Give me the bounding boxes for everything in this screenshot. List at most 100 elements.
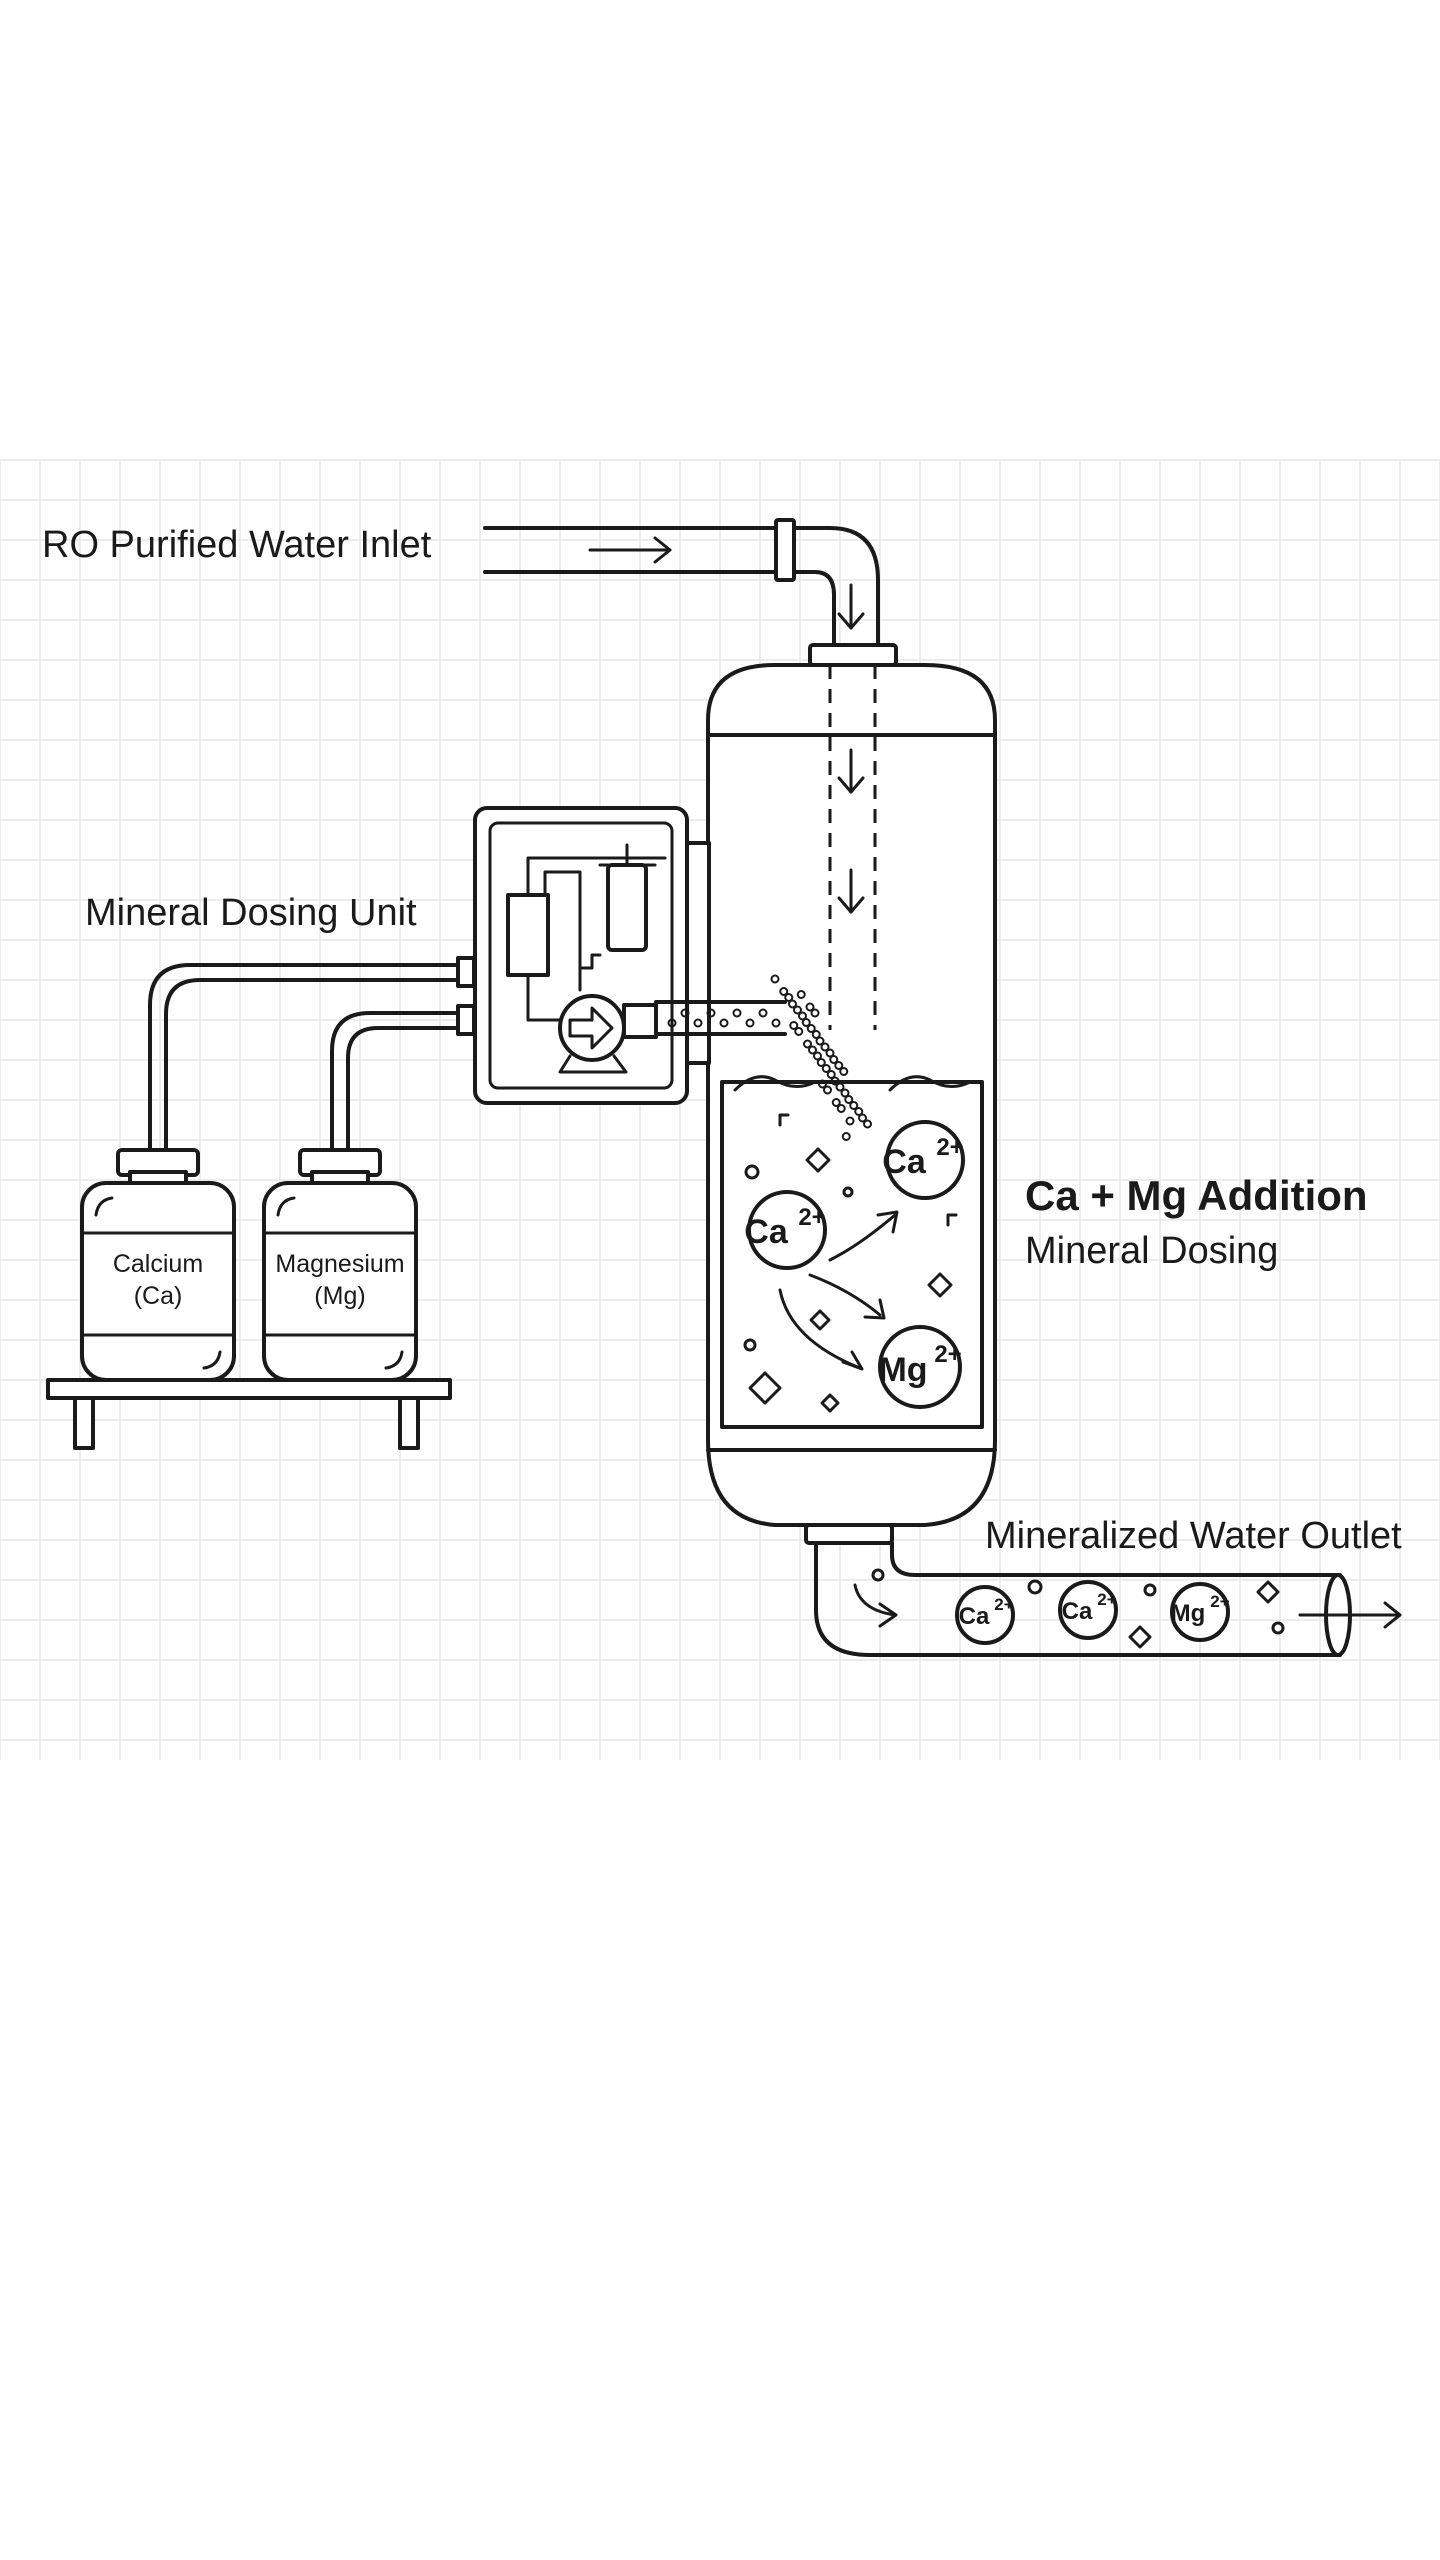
particle bbox=[810, 1008, 820, 1018]
particle bbox=[845, 1116, 855, 1126]
particle bbox=[836, 1104, 846, 1113]
outlet-label: Mineralized Water Outlet bbox=[985, 1515, 1402, 1557]
particle bbox=[779, 987, 789, 996]
particle bbox=[841, 1132, 851, 1141]
particle bbox=[858, 1113, 867, 1123]
injection-pipe bbox=[654, 1000, 787, 1036]
svg-text:Mg: Mg bbox=[1171, 1600, 1206, 1627]
particle bbox=[829, 1055, 839, 1064]
particle bbox=[803, 1039, 812, 1049]
dosing-unit-box bbox=[456, 806, 711, 1105]
particle bbox=[840, 1088, 850, 1098]
bottle-shelf bbox=[46, 1378, 452, 1450]
outlet-crystals bbox=[871, 1568, 1285, 1649]
crystal bbox=[805, 1147, 831, 1173]
particle bbox=[793, 1005, 802, 1015]
bubble bbox=[1143, 1583, 1157, 1597]
feed-tubes bbox=[148, 963, 460, 1157]
calcium-bottle bbox=[80, 1148, 236, 1382]
mg-ion-tank: Mg 2+ bbox=[878, 1325, 962, 1409]
magnesium-symbol-label: (Mg) bbox=[314, 1282, 365, 1310]
particle bbox=[825, 1048, 835, 1058]
crystal bbox=[820, 1393, 840, 1413]
crystal bbox=[748, 1371, 782, 1405]
dosing-pump-icon bbox=[558, 994, 658, 1074]
magnesium-label: Magnesium bbox=[275, 1250, 404, 1278]
particle bbox=[823, 1085, 832, 1095]
calcium-symbol-label: (Ca) bbox=[134, 1282, 183, 1310]
particle bbox=[806, 1024, 816, 1033]
particle bbox=[830, 1076, 840, 1086]
ca-ion-outlet-2: Ca 2+ bbox=[1058, 1580, 1118, 1640]
particle bbox=[794, 1027, 804, 1036]
mineral-particles bbox=[667, 974, 872, 1141]
particle bbox=[808, 1045, 817, 1055]
bubble bbox=[1271, 1621, 1285, 1635]
particle bbox=[816, 1058, 826, 1067]
mg-ion-outlet: Mg 2+ bbox=[1170, 1582, 1230, 1642]
particle bbox=[801, 1018, 811, 1027]
particle bbox=[719, 1018, 729, 1028]
particle bbox=[745, 1018, 755, 1028]
addition-subtitle: Mineral Dosing bbox=[1025, 1230, 1278, 1272]
outlet-pipe bbox=[814, 1541, 1402, 1657]
particle bbox=[693, 1018, 703, 1028]
particle bbox=[815, 1036, 825, 1046]
mineral-crystals bbox=[743, 1113, 958, 1413]
svg-text:Ca: Ca bbox=[882, 1143, 927, 1181]
bubble bbox=[743, 1338, 757, 1352]
mixing-arrows bbox=[778, 1210, 899, 1371]
particle bbox=[818, 1079, 827, 1089]
particle bbox=[854, 1107, 864, 1116]
svg-text:2+: 2+ bbox=[1097, 1590, 1116, 1609]
svg-text:2+: 2+ bbox=[994, 1595, 1013, 1614]
inlet-pipe bbox=[483, 518, 880, 647]
bubble bbox=[871, 1568, 885, 1582]
svg-text:2+: 2+ bbox=[936, 1134, 963, 1161]
particle bbox=[770, 974, 780, 984]
particle bbox=[839, 1067, 849, 1076]
bubble bbox=[1027, 1579, 1043, 1595]
particle bbox=[667, 1018, 677, 1028]
particle bbox=[706, 1008, 716, 1018]
svg-text:2+: 2+ bbox=[934, 1341, 961, 1368]
svg-text:2+: 2+ bbox=[798, 1204, 825, 1231]
particle bbox=[821, 1064, 831, 1073]
particle bbox=[835, 1082, 845, 1092]
crystal bbox=[1128, 1625, 1152, 1649]
particle bbox=[811, 1030, 821, 1039]
background-grid bbox=[0, 459, 1440, 1760]
particle bbox=[826, 1070, 836, 1079]
svg-text:Ca: Ca bbox=[959, 1603, 990, 1630]
particle bbox=[758, 1008, 768, 1018]
calcium-label: Calcium bbox=[113, 1250, 203, 1278]
crystal bbox=[809, 1309, 831, 1331]
particle bbox=[863, 1119, 872, 1129]
down-flow-arrow bbox=[837, 583, 865, 630]
particle bbox=[771, 1018, 781, 1028]
particle bbox=[784, 993, 794, 1002]
magnesium-bottle bbox=[262, 1148, 418, 1382]
svg-text:Mg: Mg bbox=[878, 1351, 927, 1389]
particle bbox=[831, 1098, 841, 1107]
particle bbox=[732, 1008, 742, 1018]
particle bbox=[788, 999, 797, 1009]
crystal bbox=[946, 1213, 958, 1227]
particle bbox=[789, 1021, 799, 1030]
crystal bbox=[927, 1272, 953, 1298]
svg-text:Ca: Ca bbox=[744, 1213, 789, 1251]
crystal bbox=[778, 1113, 790, 1127]
particle bbox=[796, 990, 806, 999]
ca-ion-outlet-1: Ca 2+ bbox=[955, 1585, 1015, 1645]
inlet-label: RO Purified Water Inlet bbox=[42, 524, 432, 566]
addition-title: Ca + Mg Addition bbox=[1025, 1172, 1368, 1219]
bubble bbox=[842, 1186, 854, 1198]
particle bbox=[844, 1095, 854, 1104]
svg-text:Ca: Ca bbox=[1062, 1598, 1093, 1625]
particle bbox=[834, 1061, 844, 1070]
tank-flow-arrows bbox=[837, 748, 865, 914]
ca-ion-top: Ca 2+ bbox=[882, 1120, 965, 1200]
particle bbox=[805, 1002, 815, 1012]
ca-ion-mid: Ca 2+ bbox=[744, 1190, 827, 1270]
